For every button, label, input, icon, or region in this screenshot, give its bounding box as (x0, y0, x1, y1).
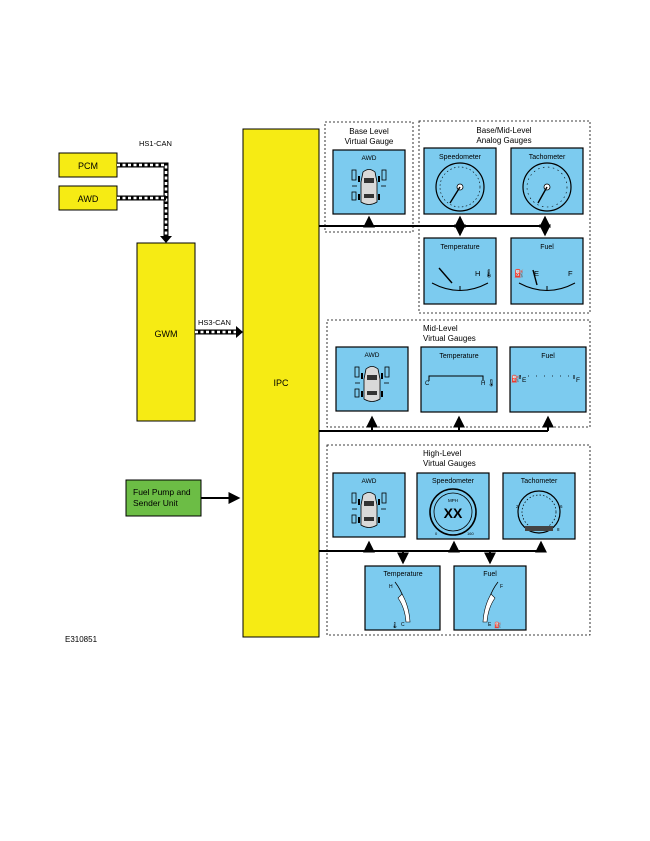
base-mid-title-line2: Analog Gauges (476, 136, 531, 145)
mid-fuel-label: Fuel (541, 353, 555, 360)
high-temperature-label: Temperature (383, 571, 422, 578)
ipc-module: IPC (242, 128, 320, 638)
high-temperature-hot-mark: H (389, 584, 393, 590)
high-awd-gauge-label: AWD (362, 478, 377, 485)
figure-id: E310851 (65, 635, 98, 644)
high-fuel-full-mark: F (500, 584, 503, 590)
hs3-can-bus: HS3-CAN (195, 318, 243, 338)
mid-coolant-icon: 🌡 (487, 379, 496, 387)
analog-speedometer-label: Speedometer (439, 154, 482, 161)
high-speedometer-max: 160 (467, 531, 474, 536)
mid-awd-gauge: AWD (336, 347, 408, 411)
high-fuel-pump-icon: ⛽ (494, 621, 502, 629)
mid-fuel-gauge: Fuel ⛽ E F (509, 346, 587, 413)
mid-temperature-cold-mark: C (425, 381, 430, 387)
analog-fuel-full-mark: F (568, 269, 573, 278)
high-temperature-gauge: Temperature H C 🌡 (364, 565, 441, 631)
high-speedometer-unit: MPH (448, 498, 458, 503)
analog-temperature-hot-mark: H (475, 269, 480, 278)
analog-tachometer-label: Tachometer (529, 154, 566, 161)
gwm-label: GWM (155, 329, 178, 339)
mid-fuel-full-mark: F (576, 377, 580, 384)
base-mid-title-line1: Base/Mid-Level (476, 126, 531, 135)
mid-awd-gauge-label: AWD (365, 352, 380, 359)
high-tachometer-mid: 6 (560, 504, 563, 509)
high-speedometer-label: Speedometer (432, 478, 475, 485)
awd-module-label: AWD (78, 194, 99, 204)
high-level-title-line2: Virtual Gauges (423, 459, 476, 468)
pcm-module: PCM (58, 152, 118, 178)
analog-fuel-label: Fuel (540, 244, 554, 251)
high-bus (319, 540, 547, 565)
hs1-can-label: HS1-CAN (139, 139, 172, 148)
mid-temperature-label: Temperature (439, 353, 478, 360)
mid-fuel-empty-mark: E (522, 377, 527, 384)
high-level-title-line1: High-Level (423, 449, 461, 458)
awd-module: AWD (58, 185, 118, 211)
high-temperature-cold-mark: C (401, 622, 405, 628)
mid-level-title-line2: Virtual Gauges (423, 334, 476, 343)
high-fuel-gauge: Fuel F E ⛽ (453, 565, 527, 631)
coolant-icon: 🌡 (484, 269, 494, 278)
mid-fuel-pump-icon: ⛽ (511, 374, 520, 383)
high-tachometer-max: 8 (557, 527, 560, 532)
base-level-title-line2: Virtual Gauge (345, 137, 394, 146)
analog-tachometer-gauge: Tachometer (510, 147, 584, 215)
mid-temperature-hot-mark: H (481, 381, 485, 387)
high-tachometer-label: Tachometer (521, 478, 558, 485)
analog-fuel-gauge: Fuel E F ⛽ (510, 237, 584, 305)
ipc-label: IPC (273, 378, 289, 388)
hs1-can-bus: HS1-CAN (117, 139, 172, 243)
analog-fuel-empty-mark: E (534, 269, 539, 278)
high-fuel-label: Fuel (483, 571, 497, 578)
high-level-group: High-Level Virtual Gauges AWD Speedomete… (326, 444, 591, 636)
analog-temperature-label: Temperature (440, 244, 479, 251)
mid-temperature-gauge: Temperature C H 🌡 (420, 346, 498, 413)
high-fuel-empty-mark: E (488, 622, 492, 628)
base-level-group: Base Level Virtual Gauge AWD (324, 121, 414, 233)
base-level-title-line1: Base Level (349, 127, 389, 136)
fuel-pump-label-line2: Sender Unit (133, 498, 179, 508)
fuel-pump-label-line1: Fuel Pump and (133, 487, 191, 497)
hs3-can-label: HS3-CAN (198, 318, 231, 327)
mid-level-group: Mid-Level Virtual Gauges AWD Temperature… (326, 319, 591, 428)
base-awd-gauge: AWD (333, 150, 405, 214)
high-speedometer-digits: XX (444, 505, 463, 521)
high-speedometer-gauge: Speedometer MPH XX 0 160 (416, 472, 490, 540)
high-awd-gauge: AWD (333, 473, 405, 537)
high-speedometer-min: 0 (435, 531, 438, 536)
mid-bus (319, 415, 554, 432)
base-awd-gauge-label: AWD (362, 155, 377, 162)
fuel-pump-module: Fuel Pump and Sender Unit (125, 479, 202, 517)
high-tachometer-low: 2 (516, 504, 519, 509)
high-coolant-icon: 🌡 (391, 621, 399, 629)
analog-speedometer-gauge: Speedometer (423, 147, 497, 215)
base-bus (319, 215, 551, 237)
gwm-module: GWM (136, 242, 196, 422)
fuel-pump-icon: ⛽ (514, 268, 524, 278)
analog-temperature-gauge: Temperature H 🌡 (423, 237, 497, 305)
base-mid-group: Base/Mid-Level Analog Gauges Speedometer… (418, 120, 591, 314)
mid-level-title-line1: Mid-Level (423, 324, 458, 333)
high-tachometer-gauge: Tachometer 2 6 8 (502, 472, 576, 540)
pcm-label: PCM (78, 161, 98, 171)
